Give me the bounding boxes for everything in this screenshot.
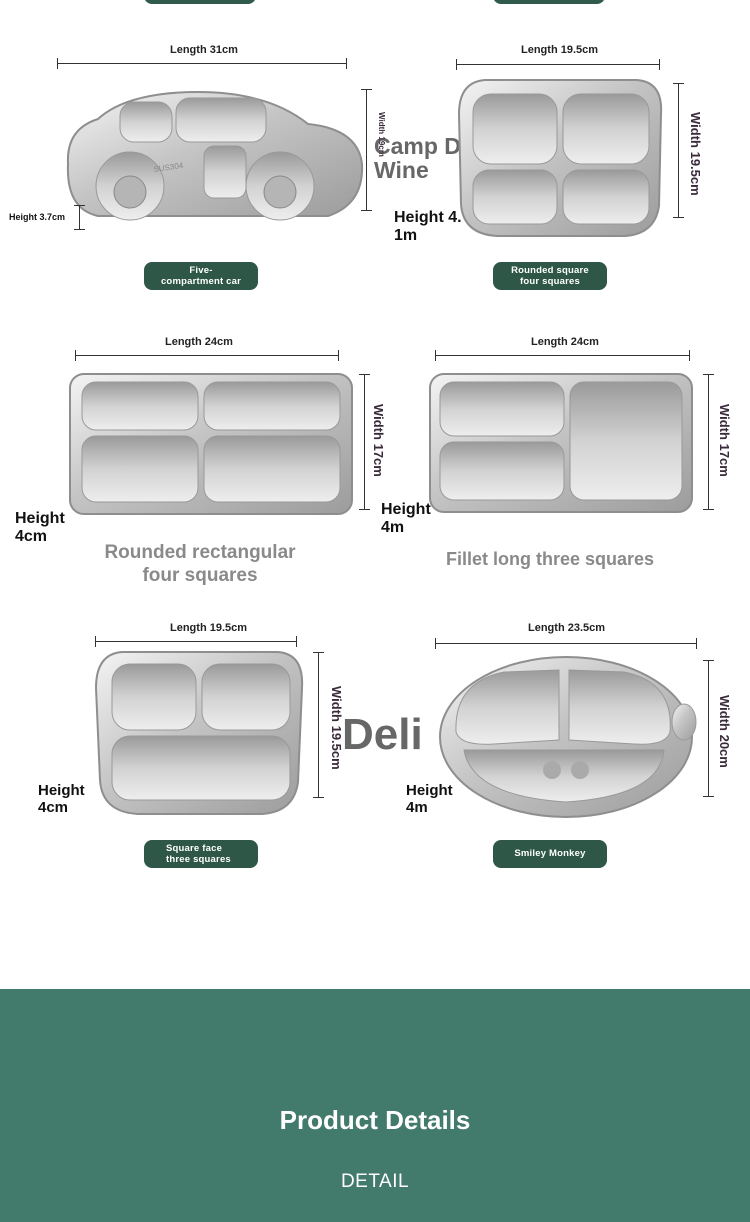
length-dimension-line <box>57 58 347 69</box>
length-dimension-line <box>75 350 339 361</box>
product-name: Square face three squares <box>166 842 231 865</box>
product-name: Smiley Monkey <box>514 848 586 860</box>
product-name-pill: Rounded square four squares <box>493 262 607 290</box>
rounded-square-plate-image <box>457 79 663 237</box>
product-name: Rounded rectangular four squares <box>104 542 296 586</box>
smiley-monkey-plate-image <box>439 656 697 818</box>
width-dimension-line <box>673 83 684 218</box>
height-dimension-line <box>74 205 85 230</box>
width-dimension-line <box>703 660 714 797</box>
length-label: Length 23.5cm <box>528 622 606 634</box>
height-label: Height 4. 1m <box>394 209 462 245</box>
section-title: Product Details <box>279 1105 471 1135</box>
product-name-pill: Five- compartment car <box>144 262 258 290</box>
width-label: Width 20cm <box>717 695 732 768</box>
length-label: Length 31cm <box>170 44 238 56</box>
height-label: Height 4m <box>381 501 431 537</box>
length-label: Length 24cm <box>531 336 599 348</box>
rounded-rectangular-plate-image <box>69 373 353 515</box>
product-name: Five- compartment car <box>160 264 242 287</box>
length-dimension-line <box>95 636 297 647</box>
width-dimension-line <box>313 652 324 798</box>
width-dimension-line <box>361 89 372 211</box>
length-dimension-line <box>435 350 690 361</box>
width-label: Width 17cm <box>717 404 732 477</box>
length-label: Length 24cm <box>165 336 233 348</box>
watermark-deli: Deli <box>342 710 423 759</box>
square-face-three-plate-image <box>94 651 304 815</box>
width-dimension-line <box>359 374 370 510</box>
section-subtitle: DETAIL <box>340 1171 410 1192</box>
height-label: Height 4cm <box>15 510 65 546</box>
previous-pill-left <box>144 0 256 4</box>
height-label: Height 4m <box>406 782 453 817</box>
previous-pill-right <box>493 0 605 4</box>
width-label: Width 19.5cm <box>688 112 703 196</box>
product-name: Rounded square four squares <box>511 264 589 287</box>
product-name-pill: Square face three squares <box>144 840 258 868</box>
product-details-banner: Product Details DETAIL <box>0 989 750 1222</box>
car-plate-image: SUS304 <box>66 90 364 221</box>
fillet-long-three-plate-image <box>429 373 693 513</box>
height-label: Height 3.7cm <box>9 212 66 222</box>
product-name: Fillet long three squares <box>445 549 655 569</box>
steel-stamp: SUS304 <box>153 161 184 174</box>
width-label: Width 17cm <box>371 404 386 477</box>
product-name-pill: Smiley Monkey <box>493 840 607 868</box>
length-dimension-line <box>456 59 660 70</box>
height-label: Height 4cm <box>38 782 85 817</box>
width-dimension-line <box>703 374 714 510</box>
length-dimension-line <box>435 638 697 649</box>
length-label: Length 19.5cm <box>521 44 599 56</box>
length-label: Length 19.5cm <box>170 622 248 634</box>
